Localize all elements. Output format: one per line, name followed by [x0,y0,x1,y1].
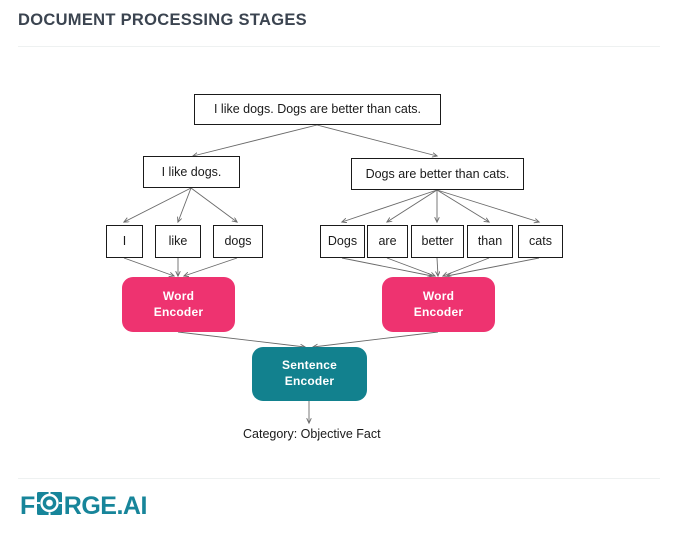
token-node-right-3-label: better [421,234,454,249]
token-node-left-2-label: like [168,234,188,249]
token-node-right-5-label: cats [529,234,552,249]
edge-sentence2-to-token-cats [436,189,539,222]
word-encoder-right[interactable]: Word Encoder [382,277,495,332]
edge-sentence2-to-token-than [436,189,489,222]
word-encoder-right-line1: Word [422,288,455,303]
edge-token-i-to-word-encoder [123,257,174,276]
logo-text-part2: RGE.AI [63,491,148,520]
edge-sentence1-to-token-dogs [190,187,237,222]
token-node-left-2[interactable]: like [155,225,201,258]
word-encoder-right-line2: Encoder [413,304,464,319]
edge-token-better-to-word-encoder [437,257,438,276]
edge-token-than-to-word-encoder [443,257,490,276]
edge-document-to-sentence-2 [316,124,437,156]
edge-word-encoder-right-to-sentence-encoder [313,331,439,347]
token-node-left-3[interactable]: dogs [213,225,263,258]
edge-sentence2-to-token-are [387,189,438,222]
token-node-right-2-label: are [378,234,397,249]
edge-document-to-sentence-1 [193,124,318,156]
edge-word-encoder-left-to-sentence-encoder [177,331,305,347]
token-node-right-4[interactable]: than [467,225,513,258]
output-category-label: Category: Objective Fact [243,427,381,441]
token-node-right-5[interactable]: cats [518,225,563,258]
sentence-encoder-line1: Sentence [282,358,337,373]
token-node-right-3[interactable]: better [411,225,464,258]
forge-ai-logo: F RGE.AI [20,490,148,522]
edge-sentence2-to-token-dogs [342,189,438,222]
footer-divider [18,478,660,479]
sentence-encoder[interactable]: Sentence Encoder [252,347,367,401]
token-node-right-4-label: than [477,234,503,249]
sentence-node-2[interactable]: Dogs are better than cats. [351,158,524,190]
edge-token-dogs2-to-word-encoder [341,257,432,276]
token-node-right-2[interactable]: are [367,225,408,258]
document-node-label: I like dogs. Dogs are better than cats. [213,102,422,117]
token-node-left-1-label: I [122,234,127,249]
word-encoder-left[interactable]: Word Encoder [122,277,235,332]
edge-sentence1-to-token-i [124,187,192,222]
token-node-left-1[interactable]: I [106,225,143,258]
document-node[interactable]: I like dogs. Dogs are better than cats. [194,94,441,125]
sentence-encoder-line2: Encoder [284,374,335,388]
header-divider [18,46,660,47]
page-title: DOCUMENT PROCESSING STAGES [18,11,307,29]
edge-token-dogs-to-word-encoder [184,257,238,276]
target-o-icon [35,490,63,522]
sentence-node-1[interactable]: I like dogs. [143,156,240,188]
token-node-right-1[interactable]: Dogs [320,225,365,258]
logo-text-part1: F [20,491,35,520]
word-encoder-left-line2: Encoder [153,304,204,319]
token-node-right-1-label: Dogs [327,234,358,249]
edge-token-cats-to-word-encoder [447,257,540,276]
sentence-node-2-label: Dogs are better than cats. [365,166,510,181]
word-encoder-left-line1: Word [162,288,195,303]
edge-sentence1-to-token-like [178,187,192,222]
edge-token-are-to-word-encoder [386,257,435,276]
sentence-node-1-label: I like dogs. [161,164,222,179]
token-node-left-3-label: dogs [224,234,252,249]
